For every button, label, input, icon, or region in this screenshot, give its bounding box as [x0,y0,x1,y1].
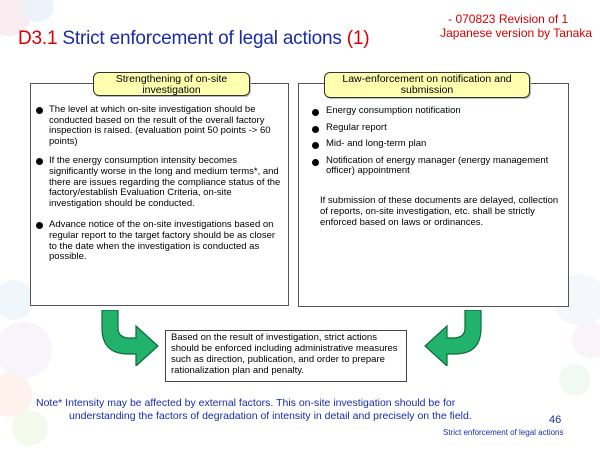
list-item-text: If the energy consumption intensity beco… [49,155,281,209]
page-number: 46 [549,414,562,426]
list-item-text: Energy consumption notification [326,105,461,116]
bullet-icon [312,158,319,166]
arrow-shape [101,310,159,366]
left-panel [30,83,289,306]
list-item: Mid- and long-term plan [307,138,562,150]
decor-bubble [0,373,32,417]
decor-bubble [0,322,52,378]
bullet-icon [312,125,319,133]
revision-line-2: Japanese version by Tanaka [440,26,592,40]
revision-note: - 070823 Revision of 1 Japanese version … [440,12,592,40]
arrow-shape [424,310,482,366]
right-bullet-list: Energy consumption notification Regular … [307,105,562,183]
list-item: Advance notice of the on-site investigat… [32,220,282,262]
list-item-text: Regular report [326,121,387,133]
footnote-line-2: understanding the factors of degradation… [69,410,472,422]
list-item: If the energy consumption intensity beco… [32,156,282,209]
list-item: Energy consumption notification [307,105,562,117]
list-item-text: The level at which on-site investigation… [49,104,271,147]
decor-bubble [22,0,54,22]
footnote-line-1: Note* Intensity may be affected by exter… [36,397,456,409]
right-panel-header: Law-enforcement on notification and subm… [324,72,530,98]
left-bullet-list: The level at which on-site investigation… [32,104,282,272]
list-item-text: Advance notice of the on-site investigat… [49,219,276,263]
title-code: D3.1 [18,28,58,49]
bullet-icon [36,158,43,166]
curved-arrow-right-icon [101,310,159,366]
decor-bubble [0,280,34,320]
title-text: Strict enforcement of legal actions [57,28,347,49]
bullet-icon [36,222,43,230]
list-item: Notification of energy manager (energy m… [307,154,562,177]
page-title: D3.1 Strict enforcement of legal actions… [18,28,370,50]
footer-label: Strict enforcement of legal actions [443,428,564,437]
curved-arrow-left-icon [424,310,482,366]
right-panel-paragraph: If submission of these documents are del… [320,195,559,228]
decor-bubble [572,322,600,358]
bullet-icon [36,107,43,114]
revision-line-1: - 070823 Revision of 1 [448,12,569,26]
left-panel-header: Strengthening of on-site investigation [93,72,250,96]
list-item: The level at which on-site investigation… [32,104,282,147]
bullet-icon [312,109,319,116]
decor-bubble [12,410,48,446]
bullet-icon [312,142,319,150]
decor-bubble [559,364,591,396]
list-item-text: Notification of energy manager (energy m… [326,154,549,177]
list-item-text: Mid- and long-term plan [326,138,427,150]
footnote: Note* Intensity may be affected by exter… [36,397,556,423]
right-panel [298,83,569,307]
title-suffix: (1) [346,28,370,49]
list-item: Regular report [307,121,562,134]
result-box: Based on the result of investigation, st… [165,330,407,382]
